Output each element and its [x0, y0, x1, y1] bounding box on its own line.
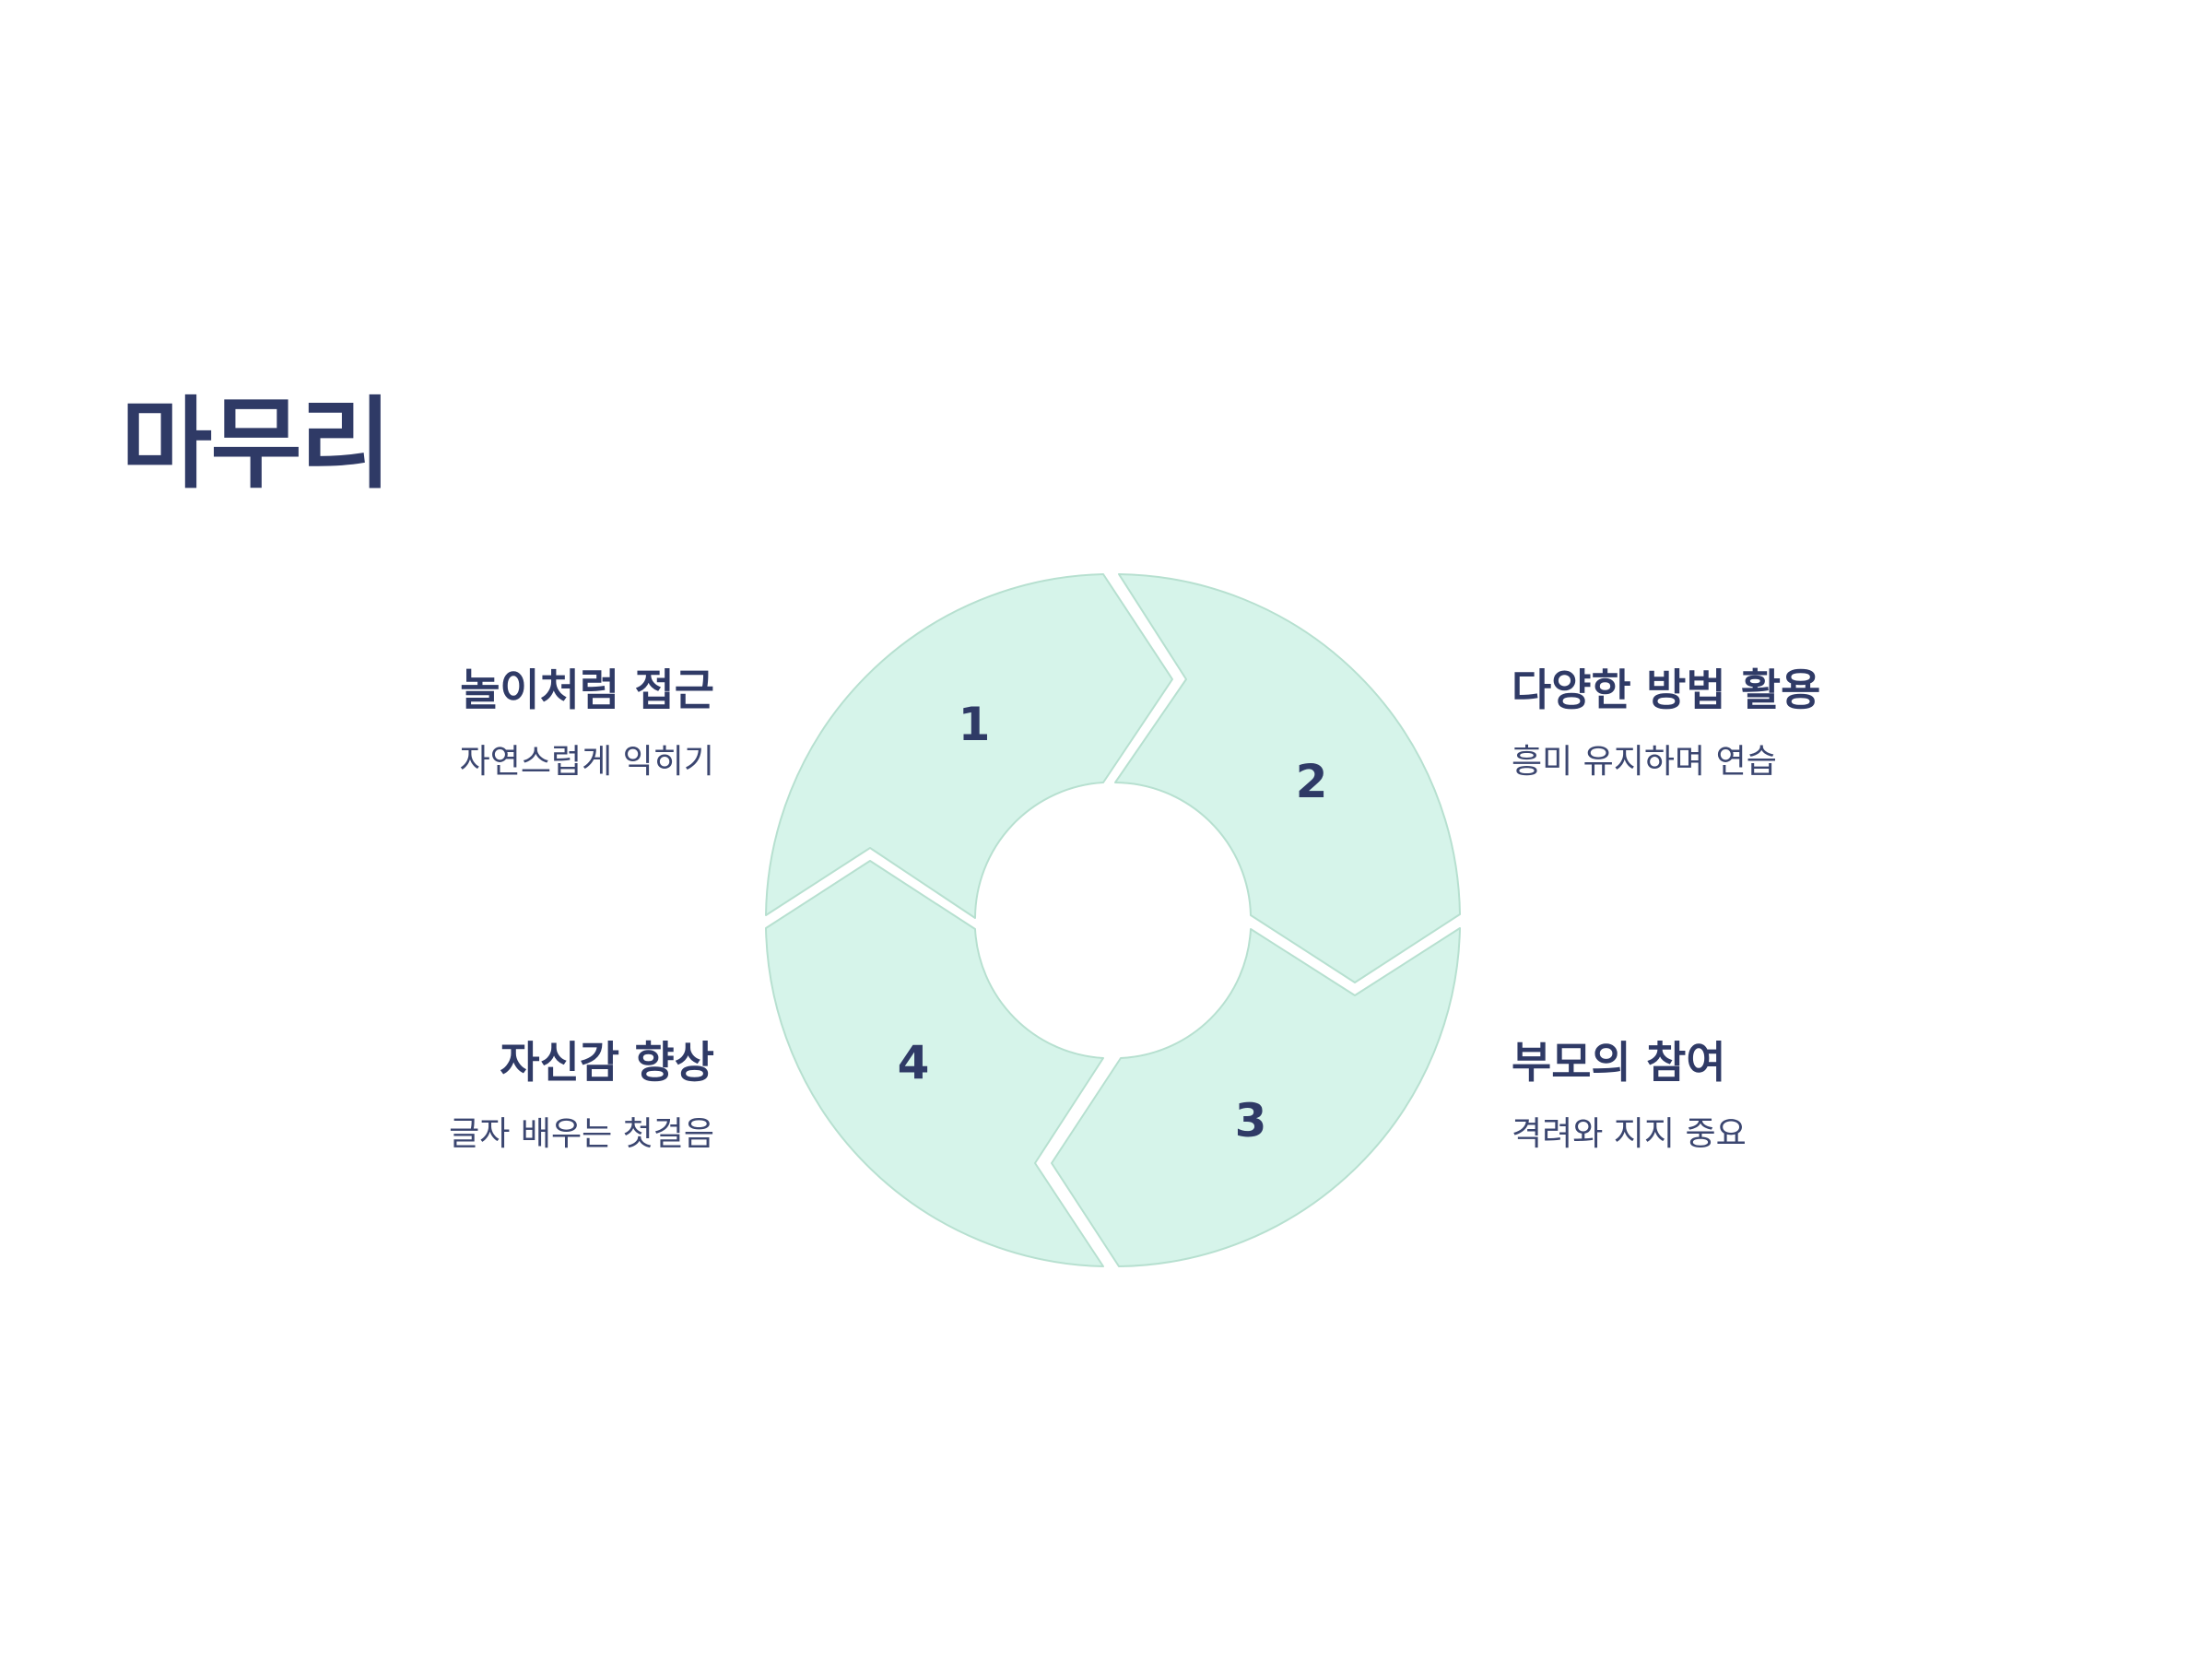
cycle-segment-4 — [765, 860, 1104, 1267]
slide-title: 마무리 — [121, 387, 392, 502]
segment-number-4: 4 — [898, 1036, 930, 1089]
step-2-label: 다양한 방법 활용 흥미 유지하며 연습 — [1512, 665, 1899, 784]
step-4-label: 자신감 향상 글자 배우는 첫걸음 — [327, 1038, 714, 1157]
step-3-label: 부모의 참여 격려와 지지 중요 — [1512, 1038, 1899, 1157]
step-1-description: 자연스럽게 익히기 — [459, 743, 714, 782]
cycle-segment-1 — [765, 573, 1173, 919]
segment-number-1: 1 — [959, 698, 991, 751]
step-4-heading: 자신감 향상 — [500, 1038, 714, 1088]
step-3-description: 격려와 지지 중요 — [1512, 1115, 1747, 1154]
step-1-heading: 놀이처럼 접근 — [460, 665, 714, 716]
cycle-segment-2 — [1114, 573, 1461, 983]
step-2-heading: 다양한 방법 활용 — [1512, 665, 1821, 716]
segment-number-2: 2 — [1296, 755, 1328, 808]
step-3-heading: 부모의 참여 — [1512, 1038, 1726, 1088]
step-2-description: 흥미 유지하며 연습 — [1512, 743, 1777, 782]
step-1-label: 놀이처럼 접근 자연스럽게 익히기 — [327, 665, 714, 784]
segment-number-3: 3 — [1235, 1094, 1267, 1147]
step-4-description: 글자 배우는 첫걸음 — [449, 1115, 714, 1154]
cycle-segment-3 — [1051, 927, 1461, 1267]
